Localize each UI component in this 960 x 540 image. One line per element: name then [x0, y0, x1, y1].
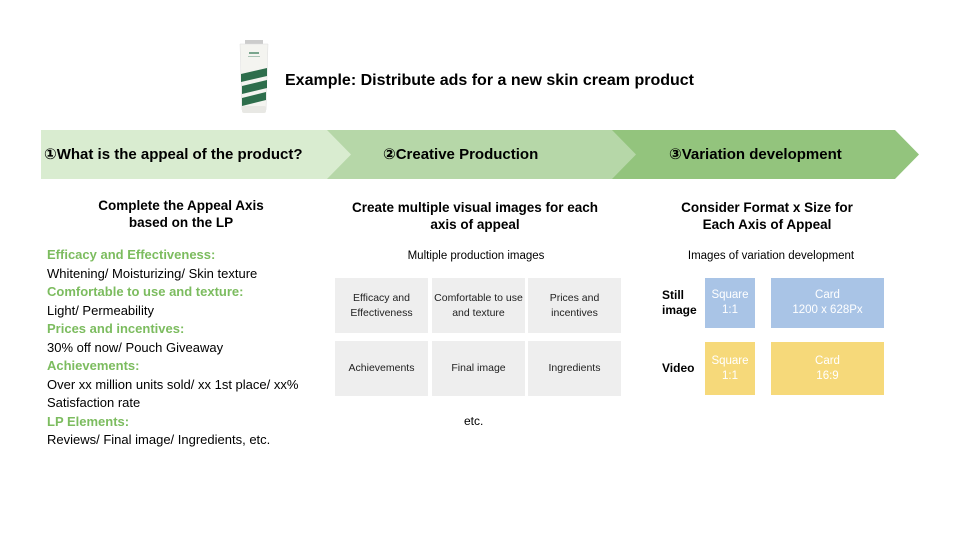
still-card-box: Card 1200 x 628Px	[771, 278, 884, 328]
production-cell-comfort: Comfortable to use and texture	[432, 278, 525, 333]
video-card-size: 16:9	[816, 369, 839, 382]
appeal-description: 30% off now/ Pouch Giveaway	[47, 339, 224, 355]
column-1-heading: Complete the Appeal Axis based on the LP	[98, 198, 264, 230]
production-cell-efficacy: Efficacy and Effectiveness	[335, 278, 428, 333]
step-2-chevron: ②Creative Production	[327, 130, 639, 179]
step-3-shape	[612, 130, 919, 179]
production-images-label: Multiple production images	[407, 250, 545, 262]
appeal-description: Over xx million units sold/ xx 1st place…	[47, 376, 299, 411]
appeal-category: Efficacy and Effectiveness:	[47, 247, 216, 262]
appeal-category: Achievements:	[47, 358, 140, 373]
skin-cream-tube-image	[239, 40, 269, 113]
row-label-video: Video	[662, 361, 695, 375]
appeal-category: LP Elements:	[47, 413, 130, 429]
step-3-label: ③Variation development	[669, 146, 842, 163]
video-square-name: Square	[711, 354, 749, 367]
step-1-label: ①What is the appeal of the product?	[44, 146, 303, 163]
still-card-size: 1200 x 628Px	[792, 304, 863, 316]
column-3-heading: Consider Format x Size for Each Axis of …	[681, 200, 853, 232]
column-2-heading: Create multiple visual images for each a…	[351, 200, 599, 232]
still-square-box: Square 1:1	[705, 278, 755, 328]
production-cell-achievements: Achievements	[335, 341, 428, 396]
still-card-name: Card	[815, 289, 840, 301]
step-2-shape	[327, 130, 639, 179]
appeal-axis-list: Efficacy and Effectiveness: Whitening/ M…	[47, 246, 327, 450]
page-title: Example: Distribute ads for a new skin c…	[285, 72, 694, 89]
video-card-name: Card	[815, 354, 840, 367]
step-1-chevron: ①What is the appeal of the product?	[41, 130, 353, 179]
variation-images-label: Images of variation development	[687, 250, 855, 262]
video-square-size: 1:1	[722, 369, 738, 382]
row-label-still-image: Still image	[662, 288, 697, 317]
production-cell-ingredients: Ingredients	[528, 341, 621, 396]
appeal-description: Whitening/ Moisturizing/ Skin texture	[47, 265, 258, 281]
video-card-box: Card 16:9	[771, 342, 884, 395]
video-square-box: Square 1:1	[705, 342, 755, 395]
still-square-size: 1:1	[722, 304, 738, 316]
appeal-category: Comfortable to use and texture:	[47, 284, 244, 299]
appeal-description: Light/ Permeability	[47, 302, 154, 318]
production-cell-prices: Prices and incentives	[528, 278, 621, 333]
appeal-category: Prices and incentives:	[47, 321, 185, 336]
appeal-description: Reviews/ Final image/ Ingredients, etc.	[47, 432, 271, 447]
etc-label: etc.	[464, 414, 484, 428]
step-1-shape	[41, 130, 353, 179]
step-2-label: ②Creative Production	[383, 146, 539, 163]
production-cell-final-image: Final image	[432, 341, 525, 396]
still-square-name: Square	[711, 289, 749, 301]
step-3-chevron: ③Variation development	[612, 130, 919, 179]
